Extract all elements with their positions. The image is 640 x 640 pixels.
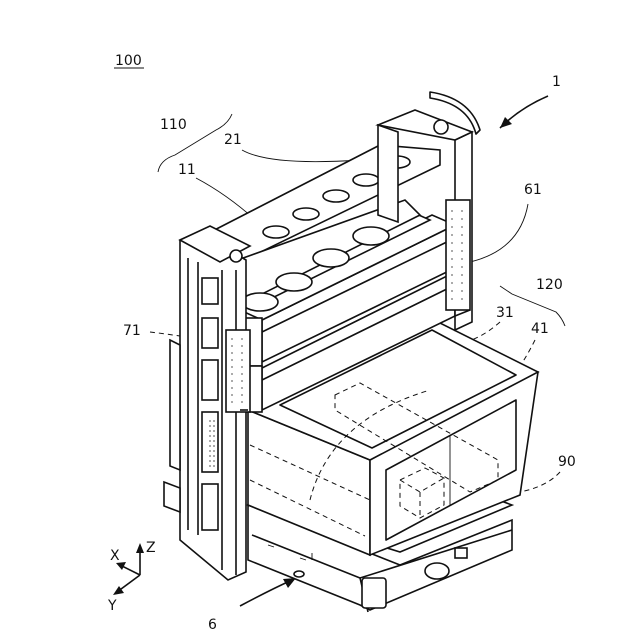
hole-low-3: [313, 249, 349, 267]
label-71: 71: [123, 323, 141, 339]
left-mast-cap: [230, 250, 242, 262]
left-mast-bracket-71: [226, 330, 250, 412]
leader-6: [240, 580, 292, 606]
right-mast-rear: [378, 125, 398, 222]
left-mast-foot-bracket: [164, 482, 180, 512]
axis-y-label: Y: [107, 598, 117, 614]
label-6: 6: [208, 617, 217, 633]
hole-top-1: [263, 226, 289, 238]
base-port: [425, 563, 449, 579]
hole-top-3: [323, 190, 349, 202]
label-61: 61: [524, 182, 542, 198]
label-11: 11: [178, 162, 196, 178]
axis-z-arrow: [136, 543, 144, 553]
base-caster: [294, 571, 304, 577]
left-mast: [164, 226, 250, 580]
label-41: 41: [531, 321, 549, 337]
hole-low-2: [276, 273, 312, 291]
hole-top-2: [293, 208, 319, 220]
label-120: 120: [536, 277, 563, 293]
label-21: 21: [224, 132, 242, 148]
base-corner-bumper: [362, 578, 386, 608]
label-31: 31: [496, 305, 514, 321]
right-mast-bracket: [446, 200, 470, 310]
hole-low-4: [353, 227, 389, 245]
axis-z-label: Z: [146, 540, 156, 556]
axis-triad: Z X Y: [107, 540, 156, 614]
label-1: 1: [552, 74, 561, 90]
hole-low-1: [242, 293, 278, 311]
label-110: 110: [160, 117, 187, 133]
right-mast-cap: [434, 120, 448, 134]
left-mast-rear-plate: [170, 340, 180, 470]
base-button: [455, 548, 467, 558]
axis-x-label: X: [110, 548, 120, 564]
label-100: 100: [115, 53, 142, 69]
label-90: 90: [558, 454, 576, 470]
hole-top-4: [353, 174, 379, 186]
